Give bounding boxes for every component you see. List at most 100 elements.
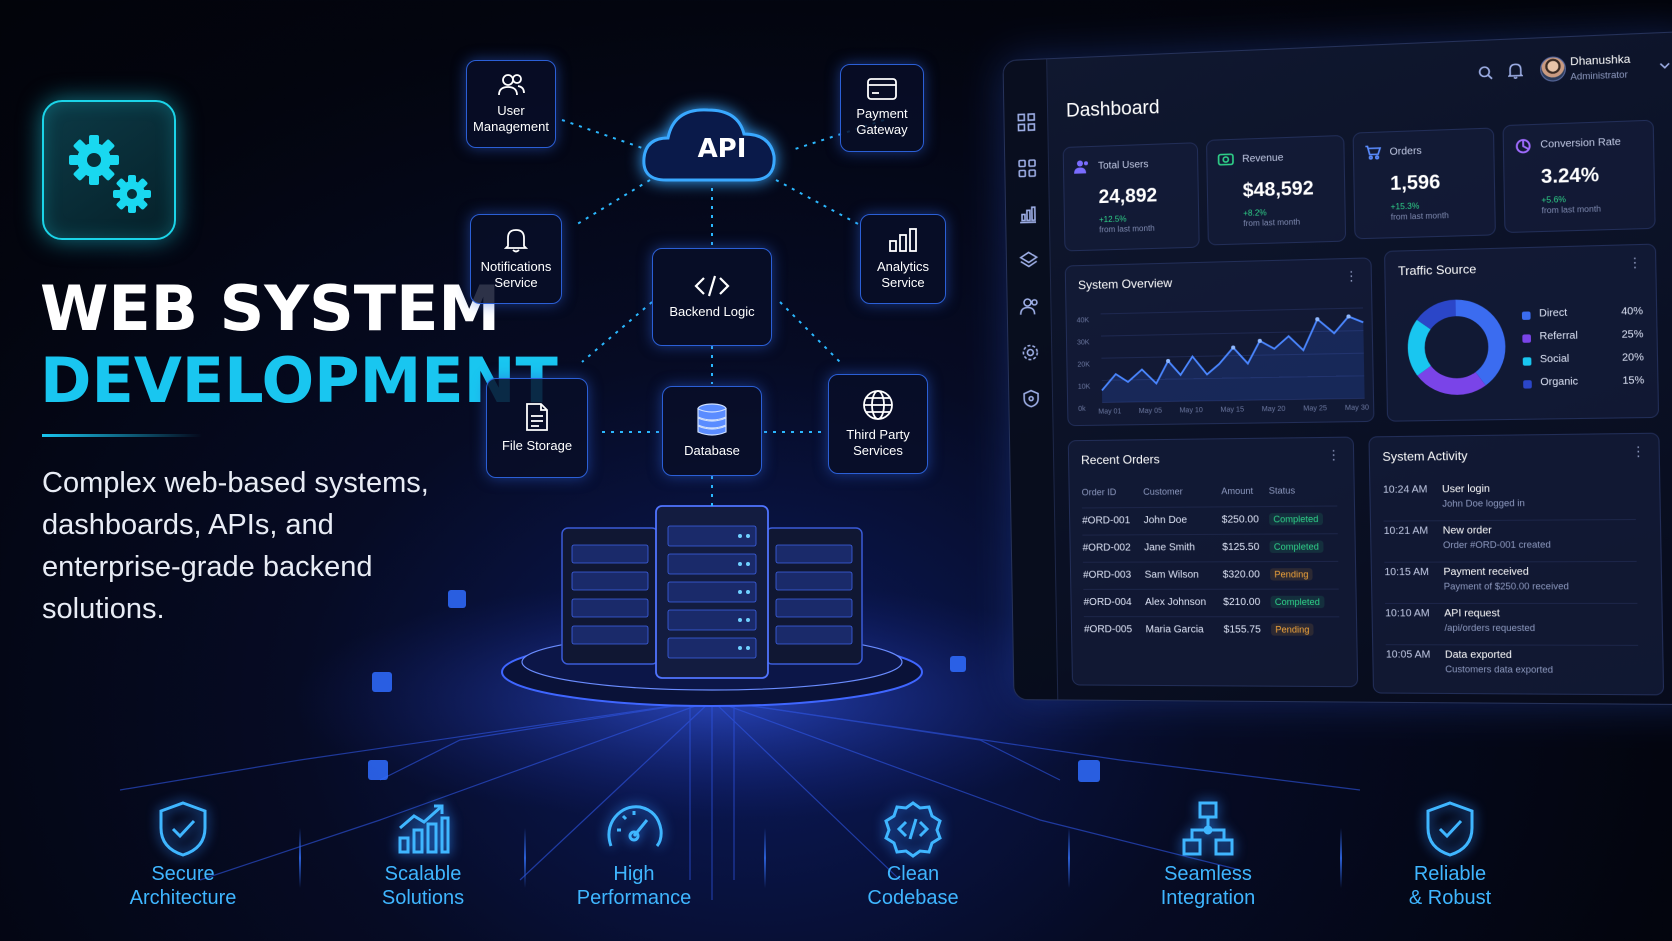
stat-value: 24,892 — [1098, 185, 1157, 209]
order-id: #ORD-001 — [1082, 507, 1144, 535]
security-icon[interactable] — [1021, 388, 1041, 408]
globe-icon — [862, 389, 894, 421]
stat-value: $48,592 — [1243, 178, 1314, 203]
feature-label-line1: Reliable — [1340, 862, 1560, 886]
feature-reliable-robust: Reliable & Robust — [1340, 800, 1560, 910]
legend-item-referral: Referral 25% — [1522, 329, 1643, 346]
activity-time: 10:24 AM — [1383, 484, 1428, 496]
x-tick: May 20 — [1262, 406, 1286, 414]
legend-swatch — [1523, 357, 1532, 365]
y-tick: 20K — [1077, 354, 1090, 376]
more-options-icon[interactable]: ⋮ — [1327, 448, 1341, 464]
feature-label-line1: Clean — [803, 862, 1023, 886]
node-notifications-service: Notifications Service — [470, 214, 562, 304]
x-tick: May 05 — [1139, 408, 1162, 415]
card-title: Recent Orders — [1081, 452, 1160, 467]
chevron-down-icon[interactable] — [1659, 62, 1670, 69]
grid-icon[interactable] — [1016, 112, 1036, 133]
search-icon[interactable] — [1478, 65, 1493, 80]
database-icon — [696, 403, 728, 437]
order-customer: John Doe — [1143, 507, 1222, 535]
activity-detail: Order #ORD-001 created — [1443, 539, 1551, 550]
node-third-party-services: Third Party Services — [828, 374, 928, 474]
activity-item: 10:24 AM User login John Doe logged in — [1383, 478, 1636, 522]
feature-label-line2: Architecture — [73, 886, 293, 910]
table-row[interactable]: #ORD-002 Jane Smith $125.50 Completed — [1082, 534, 1338, 563]
column-header: Customer — [1143, 486, 1221, 507]
bell-icon — [504, 227, 528, 253]
dashboard-sidebar — [1003, 59, 1058, 699]
order-id: #ORD-003 — [1083, 562, 1145, 589]
stat-label: Total Users — [1098, 159, 1149, 172]
settings-icon[interactable] — [1020, 342, 1040, 362]
activity-title: New order — [1443, 525, 1492, 537]
legend-value: 25% — [1622, 329, 1644, 341]
card-title: System Activity — [1382, 449, 1467, 464]
node-label: Third Party Services — [829, 427, 927, 459]
table-row[interactable]: #ORD-001 John Doe $250.00 Completed — [1082, 506, 1338, 535]
feature-label-line2: Integration — [1098, 886, 1318, 910]
code-icon — [694, 274, 730, 298]
api-label: API — [672, 134, 772, 164]
x-tick: May 01 — [1098, 408, 1121, 415]
layers-icon[interactable] — [1019, 250, 1039, 271]
analytics-icon[interactable] — [1018, 204, 1038, 225]
network-icon — [1180, 800, 1236, 858]
activity-title: User login — [1442, 484, 1490, 496]
overview-line-chart — [1066, 258, 1376, 427]
x-tick: May 15 — [1220, 406, 1244, 413]
credit-card-icon — [867, 78, 897, 100]
traffic-donut-chart — [1403, 294, 1511, 400]
more-options-icon[interactable]: ⋮ — [1631, 444, 1645, 460]
legend-value: 40% — [1621, 306, 1643, 318]
system-overview-card: System Overview ⋮ 40K 30K 20K 10K 0k May… — [1065, 257, 1375, 426]
order-id: #ORD-005 — [1084, 617, 1146, 644]
table-row[interactable]: #ORD-003 Sam Wilson $320.00 Pending — [1083, 561, 1339, 589]
y-tick: 40K — [1076, 310, 1089, 332]
table-row[interactable]: #ORD-004 Alex Johnson $210.00 Completed — [1083, 589, 1339, 617]
node-payment-gateway: Payment Gateway — [840, 64, 924, 152]
node-label: File Storage — [487, 438, 587, 454]
activity-title: Data exported — [1445, 649, 1512, 661]
feature-high-performance: High Performance — [524, 800, 744, 910]
status-badge: Completed — [1271, 596, 1325, 608]
activity-time: 10:10 AM — [1385, 608, 1430, 619]
x-tick: May 30 — [1345, 404, 1369, 412]
hero-title-line2: DEVELOPMENT — [40, 344, 558, 417]
notification-bell-icon[interactable] — [1508, 62, 1523, 79]
stat-card-revenue: Revenue $48,592 +8.2% from last month — [1206, 135, 1346, 246]
stat-subtext: from last month — [1099, 224, 1155, 235]
status-badge: Pending — [1271, 623, 1314, 635]
feature-divider — [1068, 828, 1070, 888]
user-role: Administrator — [1570, 69, 1628, 82]
status-badge: Completed — [1270, 540, 1324, 553]
dashboard-icon[interactable] — [1017, 158, 1037, 179]
more-options-icon[interactable]: ⋮ — [1628, 255, 1642, 271]
users-icon[interactable] — [1019, 296, 1039, 316]
order-amount: $210.00 — [1223, 589, 1271, 617]
stat-delta: +15.3% — [1390, 201, 1419, 211]
avatar[interactable] — [1540, 56, 1566, 82]
table-row[interactable]: #ORD-005 Maria Garcia $155.75 Pending — [1084, 617, 1340, 644]
activity-item: 10:05 AM Data exported Customers data ex… — [1386, 645, 1639, 688]
table-header-row: Order ID Customer Amount Status — [1082, 485, 1338, 508]
activity-item: 10:21 AM New order Order #ORD-001 create… — [1384, 520, 1637, 563]
hero-description: Complex web-based systems, dashboards, A… — [42, 462, 442, 630]
column-header: Status — [1269, 485, 1338, 507]
legend-item-social: Social 20% — [1523, 352, 1644, 369]
activity-title: API request — [1444, 608, 1500, 619]
node-label: User Management — [467, 103, 555, 135]
legend-value: 15% — [1622, 375, 1644, 387]
y-tick: 10K — [1078, 377, 1091, 399]
stat-card-orders: Orders 1,596 +15.3% from last month — [1353, 127, 1496, 239]
order-amount: $125.50 — [1222, 534, 1270, 562]
revenue-icon — [1217, 152, 1234, 167]
order-amount: $250.00 — [1222, 507, 1270, 535]
feature-label-line2: Performance — [524, 886, 744, 910]
legend-swatch — [1522, 311, 1531, 320]
users-icon — [497, 73, 525, 97]
feature-scalable-solutions: Scalable Solutions — [313, 800, 533, 910]
legend-name: Direct — [1539, 308, 1567, 320]
stat-delta: +8.2% — [1243, 208, 1267, 218]
traffic-source-card: Traffic Source ⋮ Direct 40% Referral 25%… — [1384, 244, 1659, 422]
